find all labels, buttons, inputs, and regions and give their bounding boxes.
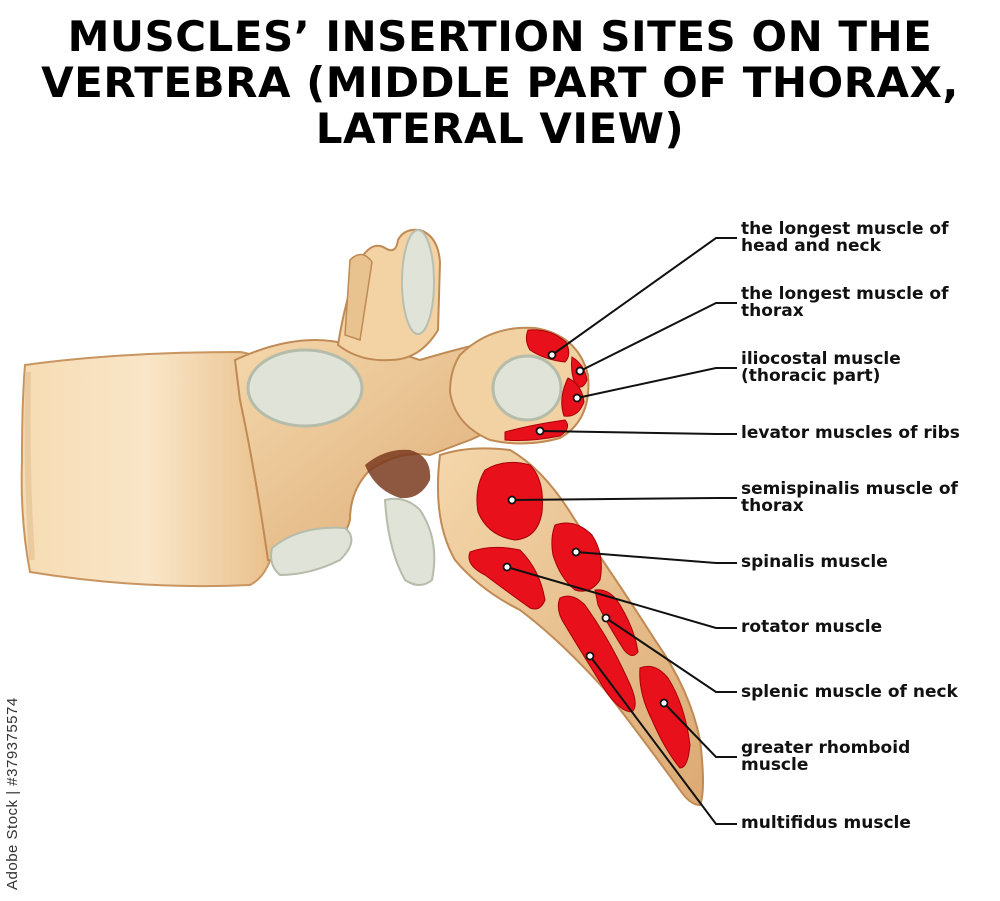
- leader-anchors: [502, 350, 669, 708]
- label-text: head and neck: [741, 236, 881, 256]
- label-longest-head-neck: the longest muscle of head and neck: [741, 221, 949, 255]
- leader-multifidus: [589, 655, 737, 825]
- label-text: levator muscles of ribs: [741, 423, 960, 443]
- stock-watermark: Adobe Stock | #379375574: [4, 640, 30, 890]
- inferior-articular-process: [383, 497, 436, 586]
- watermark-text: Adobe Stock | #379375574: [4, 697, 21, 890]
- label-semispinalis: semispinalis muscle of thorax: [741, 481, 958, 515]
- label-rhomboid: greater rhomboid muscle: [741, 740, 910, 774]
- diagram-title: MUSCLES’ INSERTION SITES ON THE VERTEBRA…: [0, 14, 1000, 152]
- label-longest-thorax: the longest muscle of thorax: [741, 286, 949, 320]
- label-text: spinalis muscle: [741, 552, 888, 572]
- leader-rhomboid: [663, 702, 737, 758]
- label-text: greater rhomboid: [741, 738, 911, 758]
- leader-splenic: [605, 617, 737, 693]
- label-text: the longest muscle of: [741, 219, 949, 239]
- leader-rotator: [506, 566, 737, 629]
- leader-spinalis: [575, 551, 737, 564]
- title-line-3: LATERAL VIEW): [315, 104, 685, 153]
- label-text: muscle: [741, 755, 809, 775]
- vertebral-body: [20, 350, 277, 588]
- leader-lines: [506, 237, 737, 825]
- label-text: semispinalis muscle of: [741, 479, 958, 499]
- label-text: iliocostal muscle: [741, 349, 901, 369]
- transverse-costal-facet: [491, 354, 563, 422]
- label-text: multifidus muscle: [741, 813, 911, 833]
- leader-semispinalis: [511, 497, 737, 501]
- leader-iliocostal: [576, 367, 737, 399]
- label-levator-ribs: levator muscles of ribs: [741, 425, 960, 442]
- label-spinalis: spinalis muscle: [741, 554, 888, 571]
- insertion-rhomboid: [639, 665, 691, 769]
- inferior-costal-facet: [270, 526, 353, 577]
- label-splenic: splenic muscle of neck: [741, 684, 958, 701]
- title-line-1: MUSCLES’ INSERTION SITES ON THE: [67, 12, 933, 61]
- insertion-longest-head-neck: [525, 329, 570, 363]
- label-text: splenic muscle of neck: [741, 682, 958, 702]
- title-line-2: VERTEBRA (MIDDLE PART OF THORAX,: [41, 58, 959, 107]
- label-iliocostal: iliocostal muscle (thoracic part): [741, 351, 901, 385]
- insertion-splenic: [594, 589, 639, 656]
- superior-costal-facet: [246, 348, 364, 428]
- label-rotator: rotator muscle: [741, 619, 882, 636]
- label-text: thorax: [741, 301, 804, 321]
- muscle-insertions: [468, 329, 691, 769]
- leader-longest-head-neck: [551, 237, 737, 356]
- insertion-rotator: [468, 546, 546, 610]
- label-multifidus: multifidus muscle: [741, 815, 911, 832]
- leader-levator-ribs: [539, 430, 737, 435]
- label-text: (thoracic part): [741, 366, 881, 386]
- label-text: thorax: [741, 496, 804, 516]
- leader-longest-thorax: [579, 302, 737, 372]
- label-text: the longest muscle of: [741, 284, 949, 304]
- label-text: rotator muscle: [741, 617, 883, 637]
